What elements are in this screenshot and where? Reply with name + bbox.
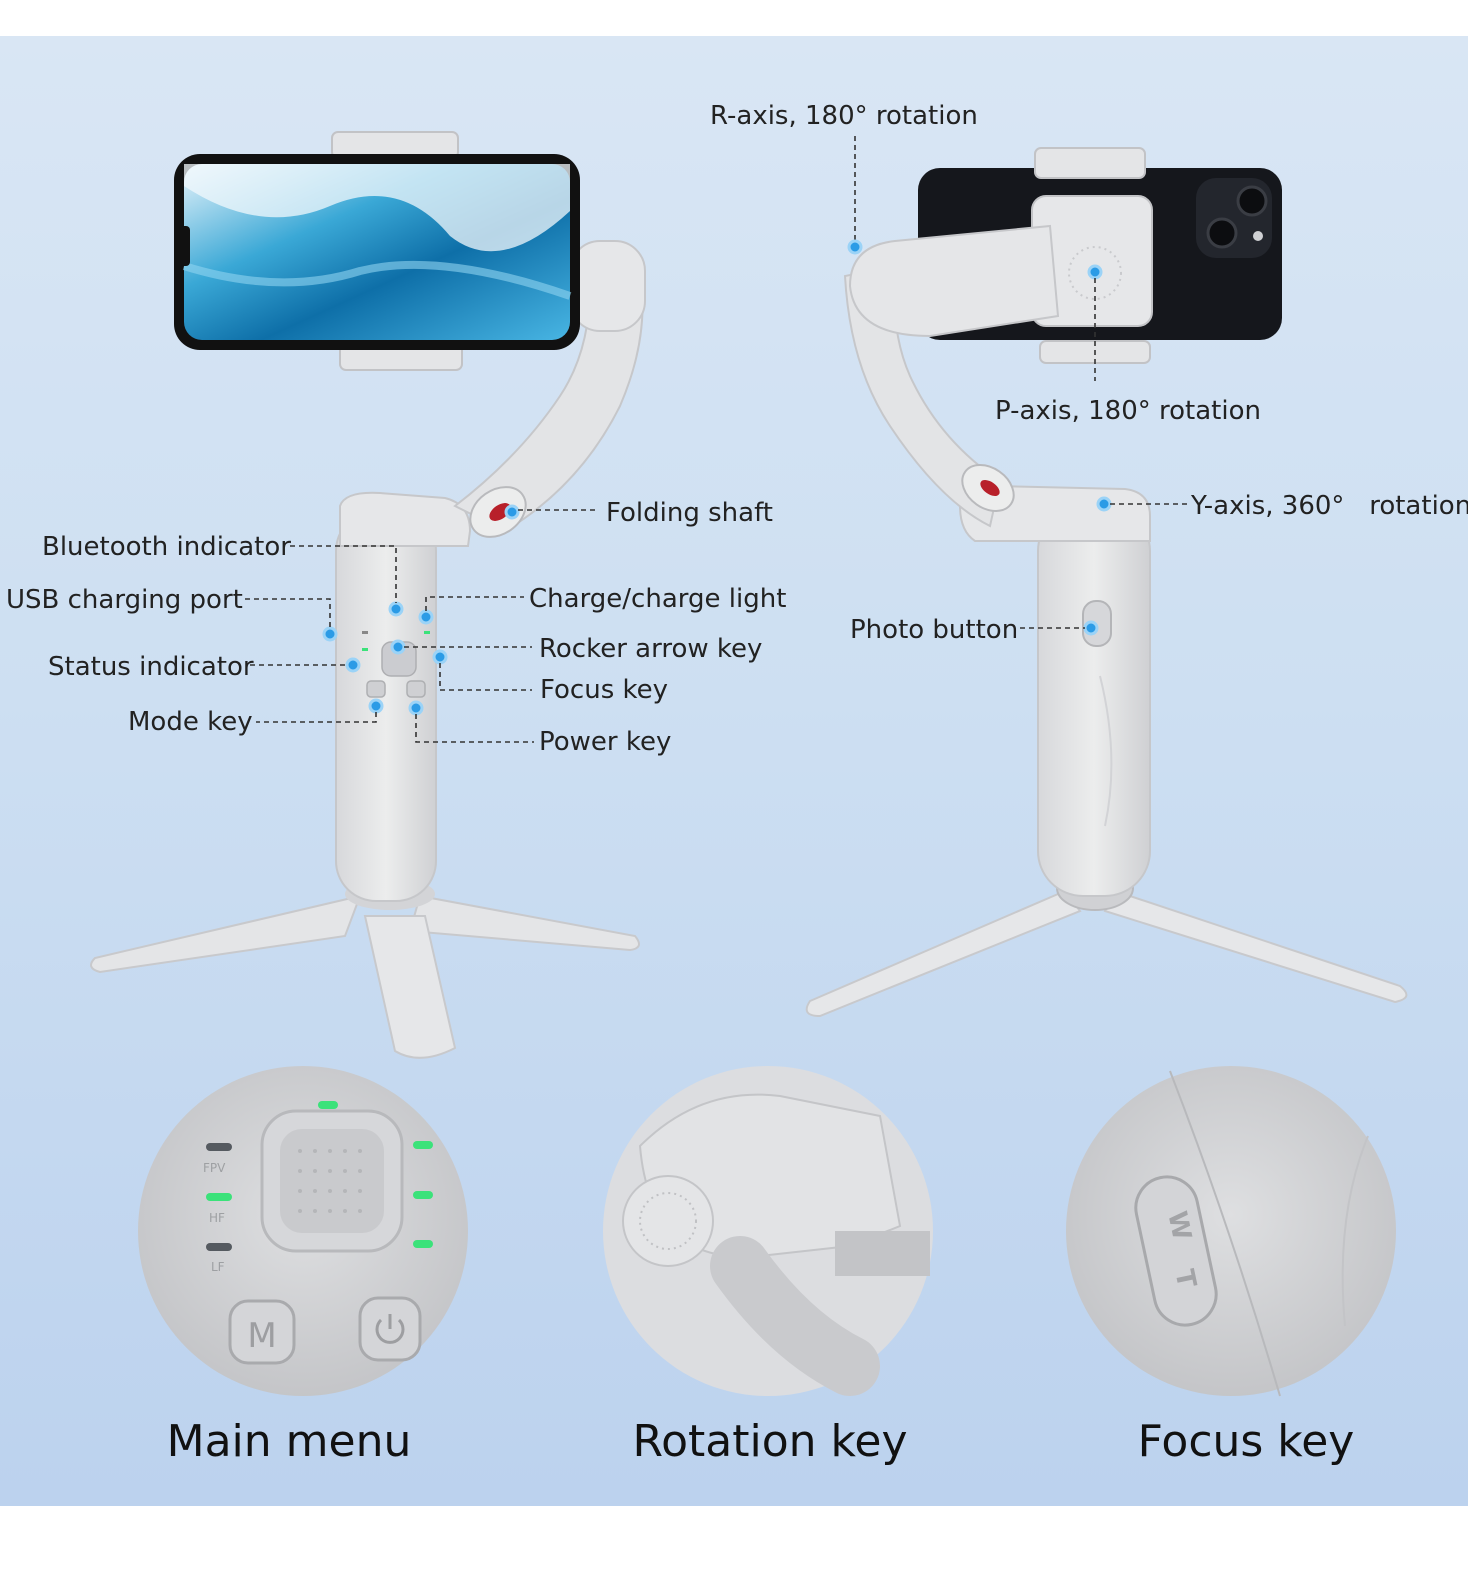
right-callouts: R-axis, 180° rotation P-axis, 180° rotat… [710,101,1468,645]
callout-dot-usb [322,626,338,642]
left-gimbal-illustration [90,131,646,1059]
indicator-label-hf: HF [209,1211,225,1225]
focus-switch-t: T [1168,1267,1201,1291]
focus-switch [1134,1175,1218,1327]
label-charge-light: Charge/charge light [529,584,786,614]
callout-dot-folding-shaft [504,504,520,520]
label-photo-button: Photo button [850,615,1018,645]
focus-switch-w: W [1161,1209,1196,1243]
callout-dot-status [345,657,361,673]
callout-dot-charge-light [418,609,434,625]
callout-dot-r-axis [847,239,863,255]
callout-dot-rocker [390,639,406,655]
callout-dot-focus [432,649,448,665]
indicator-label-fpv: FPV [203,1161,226,1175]
label-power-key: Power key [539,727,671,757]
label-focus-key: Focus key [540,675,668,705]
label-usb-charging-port: USB charging port [6,585,243,615]
left-callouts: Folding shaft Bluetooth indicator USB ch… [6,498,786,757]
power-icon [375,1314,405,1344]
detail-main-menu: FPV HF LF M [138,1066,468,1396]
mode-button-glyph: M [247,1316,276,1356]
callout-dot-mode [368,698,384,714]
callout-dot-power [408,700,424,716]
callout-dot-p-axis [1087,264,1103,280]
detail-focus-key: W T [1066,1066,1396,1397]
mode-button [228,1299,296,1365]
indicator-light-fpv [206,1143,232,1151]
indicator-light-top [318,1101,338,1109]
label-p-axis: P-axis, 180° rotation [995,396,1261,426]
label-mode-key: Mode key [128,707,253,737]
label-y-axis: Y-axis, 360° rotation [1190,491,1468,521]
callout-dot-photo [1083,620,1099,636]
gimbal-diagram: Folding shaft Bluetooth indicator USB ch… [6,101,1468,1467]
label-r-axis: R-axis, 180° rotation [710,101,978,131]
label-folding-shaft: Folding shaft [606,498,773,528]
diagram-canvas: Folding shaft Bluetooth indicator USB ch… [0,36,1468,1506]
callout-dot-bluetooth [388,601,404,617]
callout-dot-y-axis [1096,496,1112,512]
caption-rotation-key: Rotation key [632,1416,907,1467]
label-bluetooth-indicator: Bluetooth indicator [42,532,291,562]
indicator-label-lf: LF [211,1260,225,1274]
label-status-indicator: Status indicator [48,652,254,682]
indicator-light-lf [206,1243,232,1251]
caption-focus-key: Focus key [1138,1416,1355,1467]
detail-rotation-key [603,1066,933,1396]
label-rocker-arrow-key: Rocker arrow key [539,634,762,664]
indicator-light-hf [206,1193,232,1201]
caption-main-menu: Main menu [167,1416,412,1467]
right-gimbal-illustration [805,147,1408,1018]
